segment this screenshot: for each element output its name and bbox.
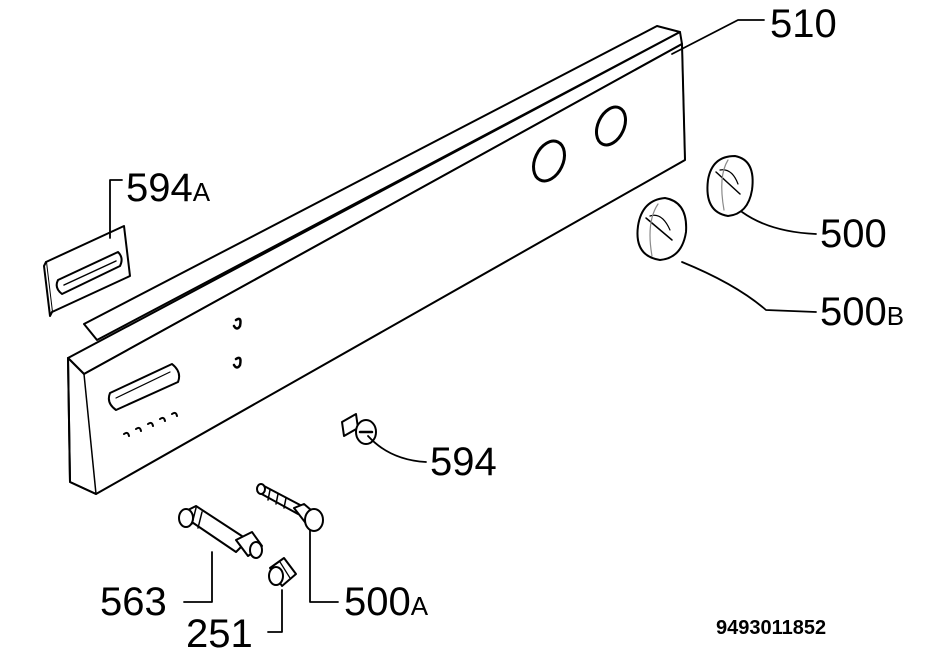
leader-510 <box>671 19 765 55</box>
panel-clip-594a <box>43 225 131 317</box>
leader-251 <box>267 589 283 633</box>
shaft-extension-563 <box>178 505 263 559</box>
label-500b-number: 500 <box>820 290 887 334</box>
label-500: 500 <box>820 214 887 254</box>
label-500a-number: 500 <box>344 580 411 624</box>
knob-500b <box>636 197 688 261</box>
leader-500a <box>309 529 339 603</box>
leader-500 <box>741 211 817 235</box>
label-510-number: 510 <box>770 2 837 46</box>
label-594: 594 <box>430 442 497 482</box>
knob-500 <box>706 155 754 217</box>
label-594-number: 594 <box>430 440 497 484</box>
small-knob-251 <box>268 557 297 587</box>
leader-594 <box>367 435 427 463</box>
leader-lines <box>109 19 817 633</box>
leader-594a <box>109 179 123 239</box>
leader-500b <box>681 261 817 313</box>
push-button-500a <box>256 483 324 532</box>
control-panel-510 <box>67 25 686 495</box>
label-500a: 500A <box>344 582 428 622</box>
label-594a: 594A <box>126 168 210 208</box>
label-563: 563 <box>100 582 167 622</box>
label-500b: 500B <box>820 292 904 332</box>
document-number: 9493011852 <box>716 617 827 639</box>
label-251: 251 <box>186 614 253 654</box>
label-500-number: 500 <box>820 212 887 256</box>
label-594a-suffix: A <box>192 177 211 207</box>
label-510: 510 <box>770 4 837 44</box>
label-594a-number: 594 <box>126 166 193 210</box>
label-500b-suffix: B <box>886 301 905 331</box>
label-500a-suffix: A <box>410 591 429 621</box>
label-251-number: 251 <box>186 612 253 656</box>
label-563-number: 563 <box>100 580 167 624</box>
leader-563 <box>183 551 213 603</box>
